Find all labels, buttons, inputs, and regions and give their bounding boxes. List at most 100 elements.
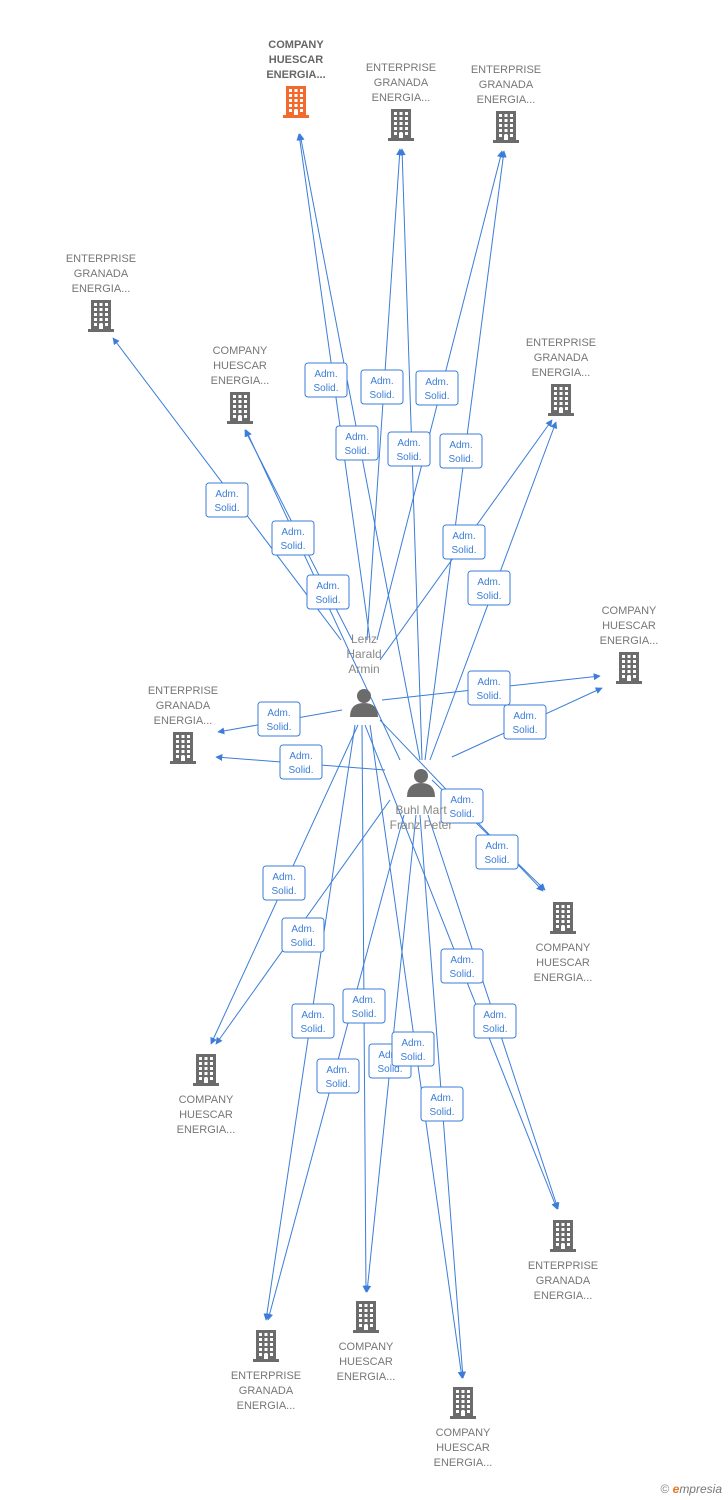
company-label: HUESCAR bbox=[436, 1442, 490, 1454]
edge-label-text: Solid. bbox=[429, 1107, 454, 1118]
edge-label-text: Adm. bbox=[314, 369, 337, 380]
company-label: HUESCAR bbox=[269, 54, 323, 66]
company-label: HUESCAR bbox=[602, 620, 656, 632]
edge-label-text: Solid. bbox=[377, 1064, 402, 1075]
company-node-c10[interactable]: ENTERPRISEGRANADAENERGIA... bbox=[528, 1220, 598, 1302]
edge-label-p1-c5[interactable]: Adm.Solid. bbox=[442, 524, 486, 560]
company-node-c12[interactable]: COMPANYHUESCARENERGIA... bbox=[337, 1301, 396, 1383]
edge-labels-layer: Adm. Solid. Adm. Solid. Adm. Solid. Adm. Solid.… bbox=[205, 362, 547, 1122]
edge-label-text: Adm. bbox=[477, 577, 500, 588]
edge-label-text: Adm. bbox=[430, 1093, 453, 1104]
company-label: ENTERPRISE bbox=[471, 64, 541, 76]
building-icon bbox=[550, 1220, 576, 1252]
edge-label-p2-c7[interactable]: Adm.Solid. bbox=[279, 744, 323, 780]
company-node-c13[interactable]: COMPANYHUESCARENERGIA... bbox=[434, 1387, 493, 1469]
person-icon bbox=[350, 689, 378, 717]
person-label: Armin bbox=[348, 662, 379, 676]
edge-label-p1-c2[interactable]: Adm.Solid. bbox=[415, 370, 459, 406]
edge-label-p2-c9[interactable]: Adm.Solid. bbox=[281, 917, 325, 953]
company-label: COMPANY bbox=[536, 942, 591, 954]
building-icon bbox=[193, 1054, 219, 1086]
brand-initial: e bbox=[672, 1482, 680, 1496]
edge-label-text: Adm. bbox=[326, 1065, 349, 1076]
edge-label-p1-c7[interactable]: Adm.Solid. bbox=[257, 701, 301, 737]
company-label: ENTERPRISE bbox=[148, 685, 218, 697]
edge-label-text: Solid. bbox=[451, 545, 476, 556]
edge-label-p1-c13[interactable]: Adm.Solid. bbox=[391, 1031, 435, 1067]
edge-label-p2-c10[interactable]: Adm.Solid. bbox=[473, 1003, 517, 1039]
edge-label-p1-c4[interactable]: Adm. Solid. bbox=[271, 520, 315, 556]
edge-label-p1-c10[interactable]: Adm.Solid. bbox=[440, 948, 484, 984]
edge-label-p2-c11[interactable]: Adm. Solid. bbox=[316, 1058, 360, 1094]
edge-label-p2-c2[interactable]: Adm.Solid. bbox=[439, 433, 483, 469]
edge-label-text: Adm. bbox=[291, 924, 314, 935]
edge-label-box bbox=[205, 482, 249, 518]
company-label: ENERGIA... bbox=[72, 283, 131, 295]
edge-label-p1-c8[interactable]: Adm.Solid. bbox=[440, 788, 484, 824]
company-node-c8[interactable]: COMPANYHUESCARENERGIA... bbox=[534, 902, 593, 984]
edge-label-text: Adm. bbox=[450, 955, 473, 966]
edge-label-p1-c0[interactable]: Adm. Solid. bbox=[304, 362, 348, 398]
company-node-c2[interactable]: ENTERPRISE GRANADA ENERGIA... bbox=[471, 64, 541, 143]
company-label: GRANADA bbox=[239, 1385, 294, 1397]
edge-label-p1-c11[interactable]: Adm.Solid. bbox=[291, 1003, 335, 1039]
edge-label-p1-c12[interactable]: Adm.Solid. bbox=[342, 988, 386, 1024]
edge-label-box bbox=[262, 865, 306, 901]
company-label: ENERGIA... bbox=[177, 1124, 236, 1136]
edge-label-box bbox=[257, 701, 301, 737]
edge-label-p2-c0[interactable]: Adm.Solid. bbox=[335, 425, 379, 461]
company-node-c3[interactable]: ENTERPRISEGRANADAENERGIA... bbox=[66, 253, 136, 332]
company-label: ENERGIA... bbox=[372, 92, 431, 104]
edge-label-text: Adm. bbox=[316, 581, 339, 592]
edge-label-box bbox=[440, 788, 484, 824]
edge-label-text: Solid. bbox=[351, 1009, 376, 1020]
edge-label-p1-c9[interactable]: Adm. Solid. bbox=[262, 865, 306, 901]
edge-label-p1-c3[interactable]: Adm.Solid. bbox=[205, 482, 249, 518]
company-node-c5[interactable]: ENTERPRISEGRANADAENERGIA... bbox=[526, 337, 596, 416]
edge-label-text: Adm. bbox=[281, 527, 304, 538]
company-label: GRANADA bbox=[74, 268, 129, 280]
building-icon bbox=[493, 111, 519, 143]
edge-label-p1-c6[interactable]: Adm.Solid. bbox=[467, 670, 511, 706]
edge-label-text: Adm. bbox=[378, 1050, 401, 1061]
company-node-c4[interactable]: COMPANYHUESCARENERGIA... bbox=[211, 345, 270, 424]
edge-label-text: Solid. bbox=[271, 886, 296, 897]
edge-label-text: Solid. bbox=[325, 1079, 350, 1090]
company-label: ENERGIA... bbox=[266, 69, 325, 81]
company-node-c9[interactable]: COMPANYHUESCARENERGIA... bbox=[177, 1054, 236, 1136]
edge-label-text: Solid. bbox=[214, 503, 239, 514]
edge-label-box bbox=[304, 362, 348, 398]
edge-label-p2-c1[interactable]: Adm.Solid. bbox=[387, 431, 431, 467]
company-node-c0[interactable]: COMPANYHUESCARENERGIA... bbox=[266, 39, 326, 118]
edge-label-p2-c4[interactable]: Adm.Solid. bbox=[306, 574, 350, 610]
company-label: HUESCAR bbox=[339, 1356, 393, 1368]
company-label: HUESCAR bbox=[536, 957, 590, 969]
edge-label-box bbox=[415, 370, 459, 406]
building-icon bbox=[170, 732, 196, 764]
company-label: ENTERPRISE bbox=[528, 1260, 598, 1272]
edge-label-box bbox=[281, 917, 325, 953]
company-node-c6[interactable]: COMPANYHUESCARENERGIA... bbox=[600, 605, 659, 684]
person-label: Franz Peter bbox=[390, 818, 453, 832]
edge-label-box bbox=[442, 524, 486, 560]
company-node-c11[interactable]: ENTERPRISEGRANADAENERGIA... bbox=[231, 1330, 301, 1412]
company-label: ENERGIA... bbox=[477, 94, 536, 106]
edge-label-p1-c1[interactable]: Adm.Solid. bbox=[360, 369, 404, 405]
edge-label-box bbox=[360, 369, 404, 405]
company-label: ENTERPRISE bbox=[366, 62, 436, 74]
company-node-c7[interactable]: ENTERPRISEGRANADAENERGIA... bbox=[148, 685, 218, 764]
company-node-c1[interactable]: ENTERPRISEGRANADAENERGIA... bbox=[366, 62, 436, 141]
edge-label-p2-c5[interactable]: Adm.Solid. bbox=[467, 570, 511, 606]
edge-label-p2-c8[interactable]: Adm.Solid. bbox=[475, 834, 519, 870]
edge-label-p2-c6[interactable]: Adm.Solid. bbox=[503, 704, 547, 740]
building-icon bbox=[283, 86, 309, 118]
edge-label-text: Adm. bbox=[513, 711, 536, 722]
edge-label-text: Solid. bbox=[313, 383, 338, 394]
company-label: GRANADA bbox=[479, 79, 534, 91]
edge-label-box bbox=[335, 425, 379, 461]
edge-label-text: Solid. bbox=[280, 541, 305, 552]
edge-label-text: Adm. bbox=[272, 872, 295, 883]
edge-label-p2-c13[interactable]: Adm. Solid. bbox=[420, 1086, 464, 1122]
